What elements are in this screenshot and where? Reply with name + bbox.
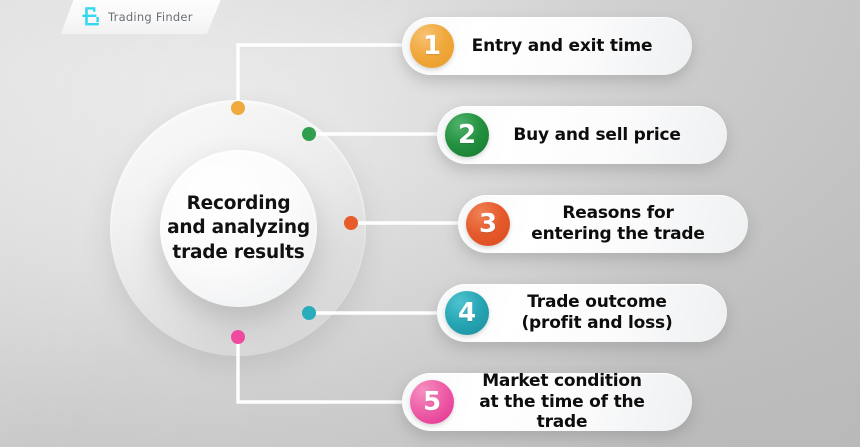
connector-dot-3 [344, 216, 358, 230]
item-card-4[interactable]: 4 Trade outcome (profit and loss) [437, 284, 727, 342]
item-card-3[interactable]: 3 Reasons for entering the trade [458, 195, 748, 253]
connector-dot-2 [302, 127, 316, 141]
item-card-2[interactable]: 2 Buy and sell price [437, 106, 727, 164]
center-circle: Recording and analyzing trade results [160, 150, 317, 307]
item-label-4: Trade outcome (profit and loss) [521, 292, 673, 333]
item-number-badge-4: 4 [445, 291, 489, 335]
item-number-badge-3: 3 [466, 202, 510, 246]
connector-dot-4 [302, 306, 316, 320]
item-number-badge-1: 1 [410, 24, 454, 68]
item-label-5: Market condition at the time of the trad… [479, 370, 645, 433]
item-number-badge-2: 2 [445, 113, 489, 157]
trading-finder-logo-icon [82, 7, 99, 26]
item-number-badge-5: 5 [410, 380, 454, 424]
item-card-1[interactable]: 1 Entry and exit time [402, 17, 692, 75]
item-card-5[interactable]: 5 Market condition at the time of the tr… [402, 370, 692, 433]
connector-dot-5 [231, 330, 245, 344]
item-label-3: Reasons for entering the trade [531, 203, 705, 244]
item-label-2: Buy and sell price [513, 124, 681, 145]
connector-dot-1 [231, 101, 245, 115]
brand-name: Trading Finder [108, 9, 193, 24]
item-label-1: Entry and exit time [471, 35, 653, 56]
brand-banner-content: Trading Finder [62, 0, 212, 33]
center-title: Recording and analyzing trade results [167, 192, 310, 263]
